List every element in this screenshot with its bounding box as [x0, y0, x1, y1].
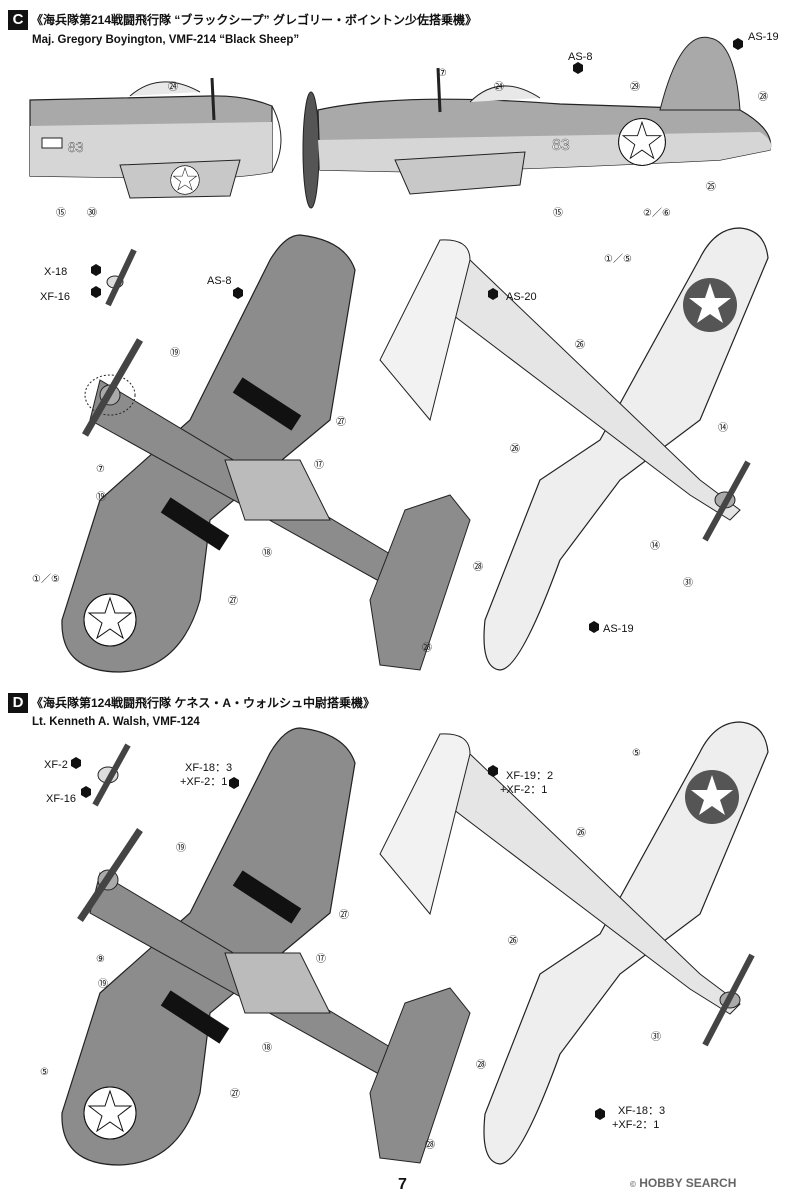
callout-c17: ⑰	[314, 459, 324, 471]
callout-c27b: ㉗	[228, 595, 238, 607]
section-d-header: D《海兵隊第124戦闘飛行隊 ケネス・A・ウォルシュ中尉搭乗機》	[8, 693, 375, 713]
callout-c24a: ㉔	[168, 81, 178, 93]
label-as20: AS-20	[506, 291, 537, 303]
watermark-mark: ©	[630, 1180, 636, 1189]
callout-d19b: ⑲	[98, 978, 108, 990]
callout-d26a: ㉖	[576, 827, 586, 839]
callout-d28b: ㉘	[425, 1139, 435, 1151]
label-xf18b-line2: +XF-2：1	[612, 1119, 659, 1131]
callout-c26b: ㉖	[510, 443, 520, 455]
callout-c15b: ⑮	[553, 207, 563, 219]
callout-c27a: ㉗	[336, 416, 346, 428]
section-d-top-callouts: XF-2 XF-16 XF-18：3 +XF-2：1 ⑲ ㉗ ⑨ ⑰ ⑲ ⑱ ⑤…	[40, 743, 486, 1151]
callout-c19a: ⑲	[170, 347, 180, 359]
callout-d28a: ㉘	[476, 1059, 486, 1071]
callout-d26b: ㉖	[508, 935, 518, 947]
label-xf19-line2: +XF-2：1	[500, 784, 547, 796]
callout-d9: ⑨	[96, 954, 105, 965]
callout-c14b: ⑭	[650, 540, 660, 552]
label-xf19-line1: XF-19：2	[506, 770, 553, 782]
label-xf16-d: XF-16	[46, 793, 76, 805]
side-c-number-right: 83	[552, 137, 570, 154]
label-as19-top: AS-19	[748, 31, 779, 43]
top-view-d	[61, 727, 471, 1166]
callout-c1-5b: ①／⑤	[604, 253, 632, 265]
callout-c31: ㉛	[683, 577, 693, 589]
callout-d27b: ㉗	[230, 1088, 240, 1100]
callout-c25: ㉕	[706, 181, 716, 193]
label-xf16-c: XF-16	[40, 291, 70, 303]
section-d-title-jp: 《海兵隊第124戦闘飛行隊 ケネス・A・ウォルシュ中尉搭乗機》	[31, 696, 376, 710]
label-as8-mid: AS-8	[207, 275, 231, 287]
callout-d5b: ⑤	[632, 748, 641, 759]
label-xf18-line2: +XF-2：1	[180, 776, 227, 788]
section-c-header: C《海兵隊第214戦闘飛行隊 “ブラックシープ” グレゴリー・ボイントン少佐搭乗…	[8, 10, 477, 30]
callout-c15a: ⑮	[56, 207, 66, 219]
callout-c28a: ㉘	[758, 91, 768, 103]
callout-c30: ㉚	[87, 207, 97, 219]
label-x18: X-18	[44, 266, 67, 278]
callout-d18: ⑱	[262, 1042, 272, 1054]
section-c-title-en: Maj. Gregory Boyington, VMF-214 “Black S…	[32, 34, 300, 46]
callout-d5a: ⑤	[40, 1067, 49, 1078]
label-as19-bottom: AS-19	[603, 623, 634, 635]
callout-d19a: ⑲	[176, 842, 186, 854]
page-number: 7	[398, 1176, 407, 1193]
callout-c29: ㉙	[630, 81, 640, 93]
side-view-left: 83	[29, 77, 282, 199]
section-c-side-callouts: AS-8 AS-19 ⑮ ㉚ ㉔ ⑦ ㉔ ㉙ ㉘ ㉕ ⑮ ②／⑥	[56, 31, 779, 219]
label-xf2: XF-2	[44, 759, 68, 771]
section-c-top-callouts: X-18 XF-16 AS-8 ⑲ ㉗ ⑦ ⑰ ⑲ ⑱ ①／⑤ ㉗ ㉘ ㉘	[32, 248, 483, 654]
watermark-text: HOBBY SEARCH	[639, 1176, 737, 1190]
section-c-title-jp: 《海兵隊第214戦闘飛行隊 “ブラックシープ” グレゴリー・ボイントン少佐搭乗機…	[31, 13, 477, 27]
bottom-view-c	[379, 227, 769, 671]
callout-c28c: ㉘	[422, 642, 432, 654]
callout-c26a: ㉖	[575, 339, 585, 351]
callout-c7b: ⑦	[96, 464, 105, 475]
section-d-badge: D	[8, 693, 28, 713]
callout-c28b: ㉘	[473, 561, 483, 573]
label-xf18-line1: XF-18：3	[185, 762, 232, 774]
section-d-title-en: Lt. Kenneth A. Walsh, VMF-124	[32, 716, 200, 728]
section-d-bottom-callouts: XF-19：2 +XF-2：1 XF-18：3 +XF-2：1 ⑤ ㉖ ㉖ ㉛	[488, 748, 665, 1131]
callout-c19b: ⑲	[96, 491, 106, 503]
section-c-badge: C	[8, 10, 28, 30]
side-c-number: 83	[68, 139, 84, 155]
callout-c1-5a: ①／⑤	[32, 573, 60, 585]
callout-d27a: ㉗	[339, 909, 349, 921]
watermark: © HOBBY SEARCH	[630, 1176, 736, 1190]
side-view-right: 83	[302, 36, 772, 209]
callout-c2-6: ②／⑥	[643, 207, 671, 219]
callout-c18: ⑱	[262, 547, 272, 559]
callout-d17: ⑰	[316, 953, 326, 965]
top-view-c	[61, 234, 471, 673]
callout-d31: ㉛	[651, 1031, 661, 1043]
label-as8-top: AS-8	[568, 51, 592, 63]
callout-c14a: ⑭	[718, 422, 728, 434]
callout-c7a: ⑦	[438, 68, 447, 79]
bottom-view-d	[379, 721, 769, 1165]
section-c-bottom-callouts: AS-20 AS-19 ①／⑤ ㉖ ⑭ ㉖ ⑭ ㉛	[488, 253, 728, 635]
label-xf18b-line1: XF-18：3	[618, 1105, 665, 1117]
callout-c24b: ㉔	[494, 81, 504, 93]
